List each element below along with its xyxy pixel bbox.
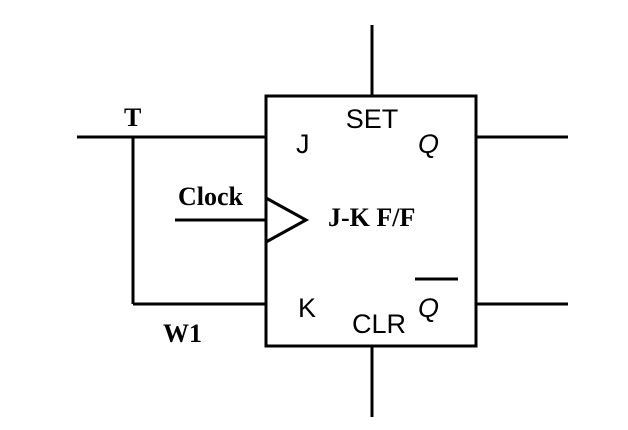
clock-signal-label: Clock (178, 182, 244, 211)
q-bar-pin-label: Q (418, 293, 439, 323)
k-pin-label: K (298, 293, 316, 323)
component-title: J-K F/F (328, 203, 415, 232)
flip-flop-body (264, 94, 478, 348)
clock-edge-triangle-icon (265, 196, 310, 244)
j-pin-label: J (296, 129, 310, 159)
t-signal-label: T (124, 103, 141, 132)
set-pin-label: SET (346, 104, 399, 134)
w1-signal-label: W1 (163, 319, 202, 348)
clr-pin-label: CLR (352, 309, 406, 339)
q-pin-label: Q (418, 129, 439, 159)
